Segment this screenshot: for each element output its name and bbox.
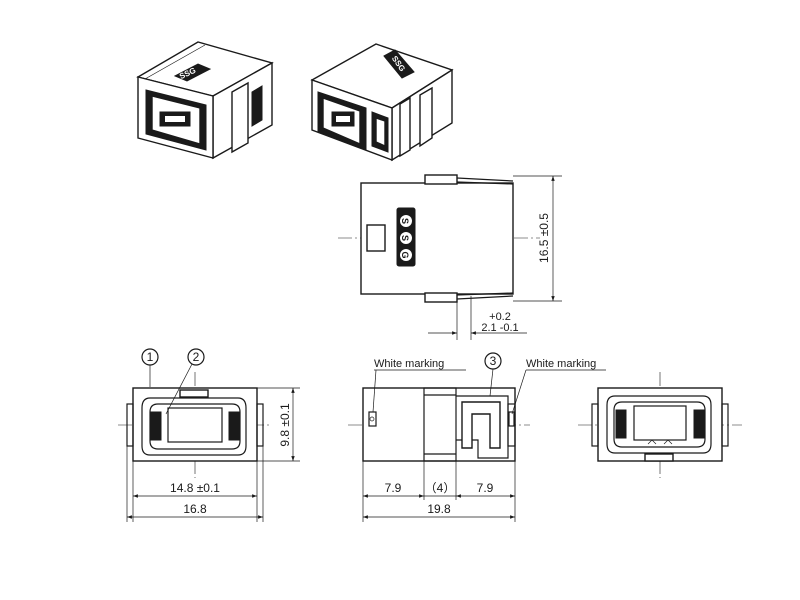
dim-side-right: 7.9 — [477, 481, 494, 495]
side-view: White marking 3 White marking 7.9 （4） 7.… — [348, 352, 606, 522]
front-end-view: 1 2 9.8 ±0.1 14.8 ±0.1 16.8 — [118, 348, 300, 522]
label-white-marking-1: White marking — [374, 358, 444, 370]
logo-letter-2: S — [400, 235, 410, 241]
logo-letter-3: G — [400, 251, 410, 258]
dim-side-mid: （4） — [425, 481, 456, 495]
dim-overall-length: 19.8 — [427, 502, 451, 516]
isometric-view-right: SSG — [310, 43, 454, 162]
callout-2: 2 — [193, 350, 200, 364]
logo-letter-1: S — [400, 218, 410, 224]
dim-side-left: 7.9 — [385, 481, 402, 495]
callout-1: 1 — [147, 350, 154, 364]
dim-tab-nominal: 2.1 -0.1 — [481, 322, 518, 334]
dim-inner-width: 14.8 ±0.1 — [170, 481, 220, 495]
dim-overall-width: 16.8 — [183, 502, 207, 516]
label-white-marking-2: White marking — [526, 358, 596, 370]
callout-3: 3 — [490, 354, 497, 368]
dim-height-overall: 16.5 ±0.5 — [537, 213, 551, 263]
isometric-view-left: SSG — [136, 41, 274, 160]
dim-end-height: 9.8 ±0.1 — [278, 403, 292, 447]
rear-end-view — [578, 372, 742, 478]
top-view: S S G 16.5 ±0.5 +0.2 2.1 -0.1 — [338, 174, 562, 340]
dim-tab-tol-upper: +0.2 — [489, 311, 511, 323]
